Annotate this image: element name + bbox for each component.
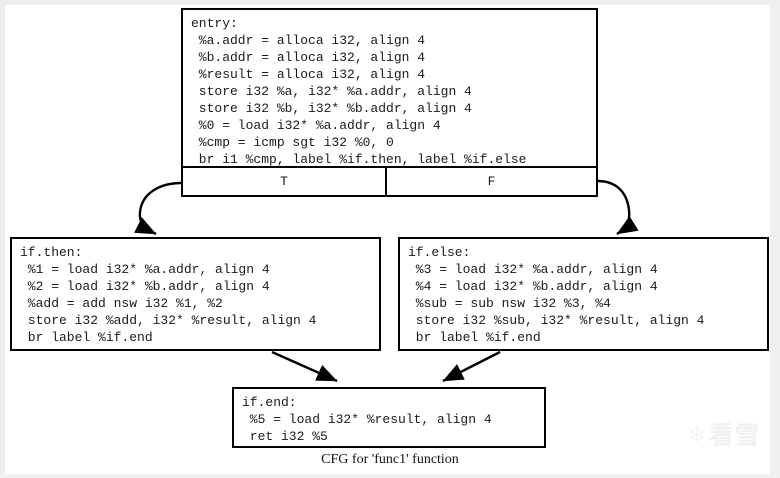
code-line: %1 = load i32* %a.addr, align 4 (20, 262, 270, 277)
page-edge-top (0, 0, 780, 5)
code-line: %add = add nsw i32 %1, %2 (20, 296, 223, 311)
watermark-text: 看雪 (708, 420, 761, 450)
cfg-node-entry[interactable]: entry: %a.addr = alloca i32, align 4 %b.… (181, 8, 598, 197)
cfg-node-if-else[interactable]: if.else: %3 = load i32* %a.addr, align 4… (398, 237, 769, 351)
code-line: br label %if.end (408, 330, 541, 345)
code-line: entry: (191, 16, 238, 31)
code-line: %5 = load i32* %result, align 4 (242, 412, 492, 427)
cfg-node-if-end[interactable]: if.end: %5 = load i32* %result, align 4 … (232, 387, 546, 448)
code-line: if.end: (242, 395, 297, 410)
entry-branch-ports: T F (183, 166, 596, 195)
edge-if-then-to-if-end (271, 350, 338, 383)
watermark: ❄ 看雪 (688, 412, 772, 458)
code-line: %a.addr = alloca i32, align 4 (191, 33, 426, 48)
code-line: %2 = load i32* %b.addr, align 4 (20, 279, 270, 294)
if-end-block-code: if.end: %5 = load i32* %result, align 4 … (234, 389, 544, 450)
code-line: store i32 %b, i32* %b.addr, align 4 (191, 101, 472, 116)
diagram-caption: CFG for 'func1' function (321, 452, 459, 467)
code-line: store i32 %add, i32* %result, align 4 (20, 313, 317, 328)
entry-block-code: entry: %a.addr = alloca i32, align 4 %b.… (183, 10, 596, 173)
edge-entry-to-if-then (134, 181, 182, 236)
page-edge-right (770, 0, 780, 478)
code-line: %0 = load i32* %a.addr, align 4 (191, 118, 441, 133)
code-line: store i32 %a, i32* %a.addr, align 4 (191, 84, 472, 99)
code-line: %sub = sub nsw i32 %3, %4 (408, 296, 611, 311)
branch-port-true[interactable]: T (183, 168, 387, 195)
branch-port-false[interactable]: F (487, 174, 496, 189)
edge-if-else-to-if-end (442, 350, 501, 383)
code-line: ret i32 %5 (242, 429, 328, 444)
page-edge-bottom (0, 474, 780, 478)
snowflake-icon: ❄ (688, 422, 706, 447)
if-else-block-code: if.else: %3 = load i32* %a.addr, align 4… (400, 239, 767, 351)
code-line: %4 = load i32* %b.addr, align 4 (408, 279, 658, 294)
page-edge-left (0, 0, 5, 478)
cfg-node-if-then[interactable]: if.then: %1 = load i32* %a.addr, align 4… (10, 237, 381, 351)
code-line: store i32 %sub, i32* %result, align 4 (408, 313, 705, 328)
code-line: %cmp = icmp sgt i32 %0, 0 (191, 135, 394, 150)
if-then-block-code: if.then: %1 = load i32* %a.addr, align 4… (12, 239, 379, 351)
code-line: %b.addr = alloca i32, align 4 (191, 50, 426, 65)
code-line: br label %if.end (20, 330, 153, 345)
code-line: %result = alloca i32, align 4 (191, 67, 426, 82)
code-line: br i1 %cmp, label %if.then, label %if.el… (191, 152, 527, 167)
edge-entry-to-if-else (597, 179, 639, 236)
code-line: %3 = load i32* %a.addr, align 4 (408, 262, 658, 277)
code-line: if.else: (408, 245, 471, 260)
code-line: if.then: (20, 245, 83, 260)
